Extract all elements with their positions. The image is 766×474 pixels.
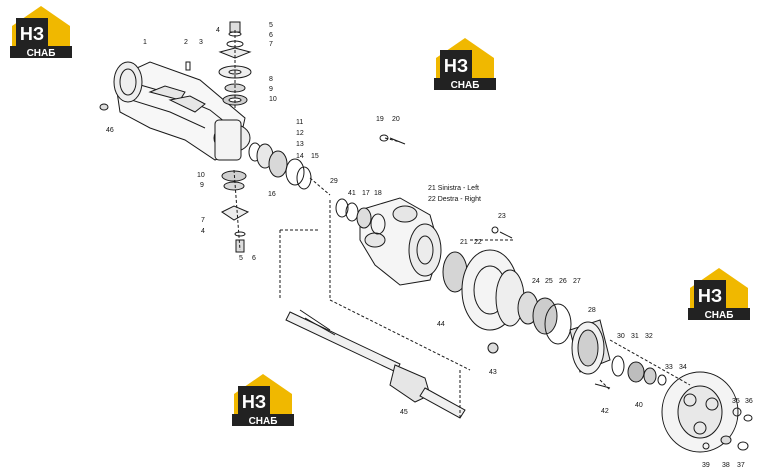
part-number-labels: 1 2 3 4 5 6 7 8 9 10 11 12 13 14 15 16 7… — [106, 22, 753, 469]
part-label: 11 — [296, 119, 303, 126]
part-label: 3 — [199, 39, 203, 46]
part-label: 31 — [631, 333, 639, 340]
watermark-logo-top-left: НЗ СНАБ — [8, 2, 74, 58]
house-logo-icon: НЗ СНАБ — [232, 374, 294, 426]
part-label: 42 — [601, 408, 609, 415]
part-label: 35 — [732, 398, 740, 405]
house-logo-icon: НЗ СНАБ — [10, 6, 72, 58]
part-label: 40 — [635, 402, 643, 409]
logo-word: СНАБ — [27, 48, 56, 58]
steering-knuckle — [359, 197, 442, 286]
part-label: 20 — [392, 116, 400, 123]
part-label: 37 — [737, 462, 745, 469]
hub-bearing-set — [517, 291, 572, 345]
part-label: 36 — [745, 398, 753, 405]
logo-word: СНАБ — [705, 310, 734, 320]
part-label: 39 — [702, 462, 710, 469]
ring-gear — [569, 319, 611, 375]
part-label: 28 — [588, 307, 596, 314]
note-left-variant: 21 Sinistra - Left — [428, 185, 479, 192]
lower-kingpin-stack — [221, 170, 250, 253]
part-label: 7 — [201, 217, 205, 224]
part-label: 43 — [489, 369, 497, 376]
part-label: 22 — [474, 239, 482, 246]
part-label: 5 — [239, 255, 243, 262]
watermark-logo-top-center: НЗ СНАБ — [432, 34, 498, 90]
wheel-hub — [442, 249, 525, 331]
part-label: 46 — [106, 127, 114, 134]
part-label: 8 — [269, 76, 273, 83]
part-label: 19 — [376, 116, 384, 123]
logo-word: СНАБ — [249, 416, 278, 426]
part-label: 9 — [200, 182, 204, 189]
part-label: 13 — [296, 141, 304, 148]
part-label: 4 — [216, 27, 220, 34]
house-logo-icon: НЗ СНАБ — [688, 268, 750, 320]
logo-mark: НЗ — [20, 24, 44, 44]
part-label: 7 — [269, 41, 273, 48]
part-label: 6 — [252, 255, 256, 262]
misc-bolts — [99, 61, 611, 389]
part-label: 32 — [645, 333, 653, 340]
part-label: 29 — [330, 178, 338, 185]
part-label: 1 — [143, 39, 147, 46]
knuckle-ring-set — [335, 198, 386, 235]
note-right-variant: 22 Destra - Right — [428, 196, 481, 203]
part-label: 17 — [362, 190, 370, 197]
drive-shaft — [285, 309, 466, 419]
part-label: 21 — [460, 239, 468, 246]
part-label: 4 — [201, 228, 205, 235]
part-label: 18 — [374, 190, 382, 197]
part-label: 34 — [679, 364, 687, 371]
planetary-parts — [611, 355, 667, 386]
inner-seal-set — [248, 142, 312, 190]
part-label: 27 — [573, 278, 581, 285]
part-label: 24 — [532, 278, 540, 285]
logo-mark: НЗ — [444, 56, 468, 76]
planetary-cover — [661, 371, 739, 453]
watermark-logo-right: НЗ СНАБ — [686, 264, 752, 320]
part-label: 25 — [545, 278, 553, 285]
cover-fasteners — [702, 407, 753, 451]
part-label: 9 — [269, 86, 273, 93]
part-label: 2 — [184, 39, 188, 46]
part-label: 23 — [498, 213, 506, 220]
part-label: 15 — [311, 153, 319, 160]
part-label: 10 — [197, 172, 205, 179]
part-label: 14 — [296, 153, 304, 160]
part-label: 30 — [617, 333, 625, 340]
part-label: 6 — [269, 32, 273, 39]
part-label: 12 — [296, 130, 304, 137]
part-label: 5 — [269, 22, 273, 29]
assembly-guide-lines — [233, 30, 691, 420]
logo-word: СНАБ — [451, 80, 480, 90]
variant-note: 21 Sinistra - Left 22 Destra - Right — [428, 185, 481, 203]
part-label: 45 — [400, 409, 408, 416]
part-label: 16 — [268, 191, 276, 198]
part-label: 41 — [348, 190, 356, 197]
part-label: 26 — [559, 278, 567, 285]
part-label: 38 — [722, 462, 730, 469]
logo-mark: НЗ — [242, 392, 266, 412]
part-label: 33 — [665, 364, 673, 371]
axle-housing — [113, 61, 251, 161]
part-label: 44 — [437, 321, 445, 328]
house-logo-icon: НЗ СНАБ — [434, 38, 496, 90]
watermark-logo-bottom-left: НЗ СНАБ — [230, 370, 296, 426]
logo-mark: НЗ — [698, 286, 722, 306]
part-label: 10 — [269, 96, 277, 103]
